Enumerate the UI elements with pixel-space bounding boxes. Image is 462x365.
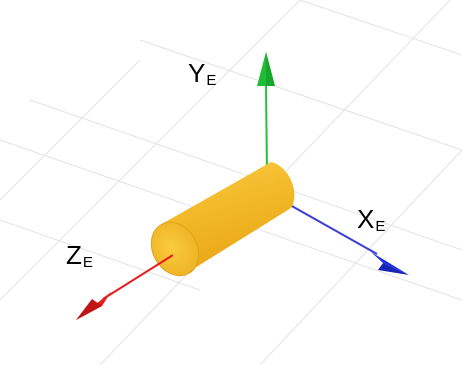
x-axis	[289, 204, 409, 275]
x-axis-label-subscript: E	[375, 218, 386, 235]
x-axis-label-name: X	[357, 204, 375, 234]
z-axis-label-name: Z	[66, 240, 82, 270]
y-axis	[257, 52, 275, 176]
y-axis-label: YE	[188, 60, 216, 88]
z-axis-label-subscript: E	[82, 254, 93, 271]
x-axis-label: XE	[357, 206, 385, 234]
y-axis-label-subscript: E	[206, 72, 217, 89]
y-axis-label-name: Y	[188, 58, 206, 88]
cylinder	[150, 162, 295, 277]
z-axis-label: ZE	[66, 242, 93, 270]
z-axis	[76, 254, 174, 320]
